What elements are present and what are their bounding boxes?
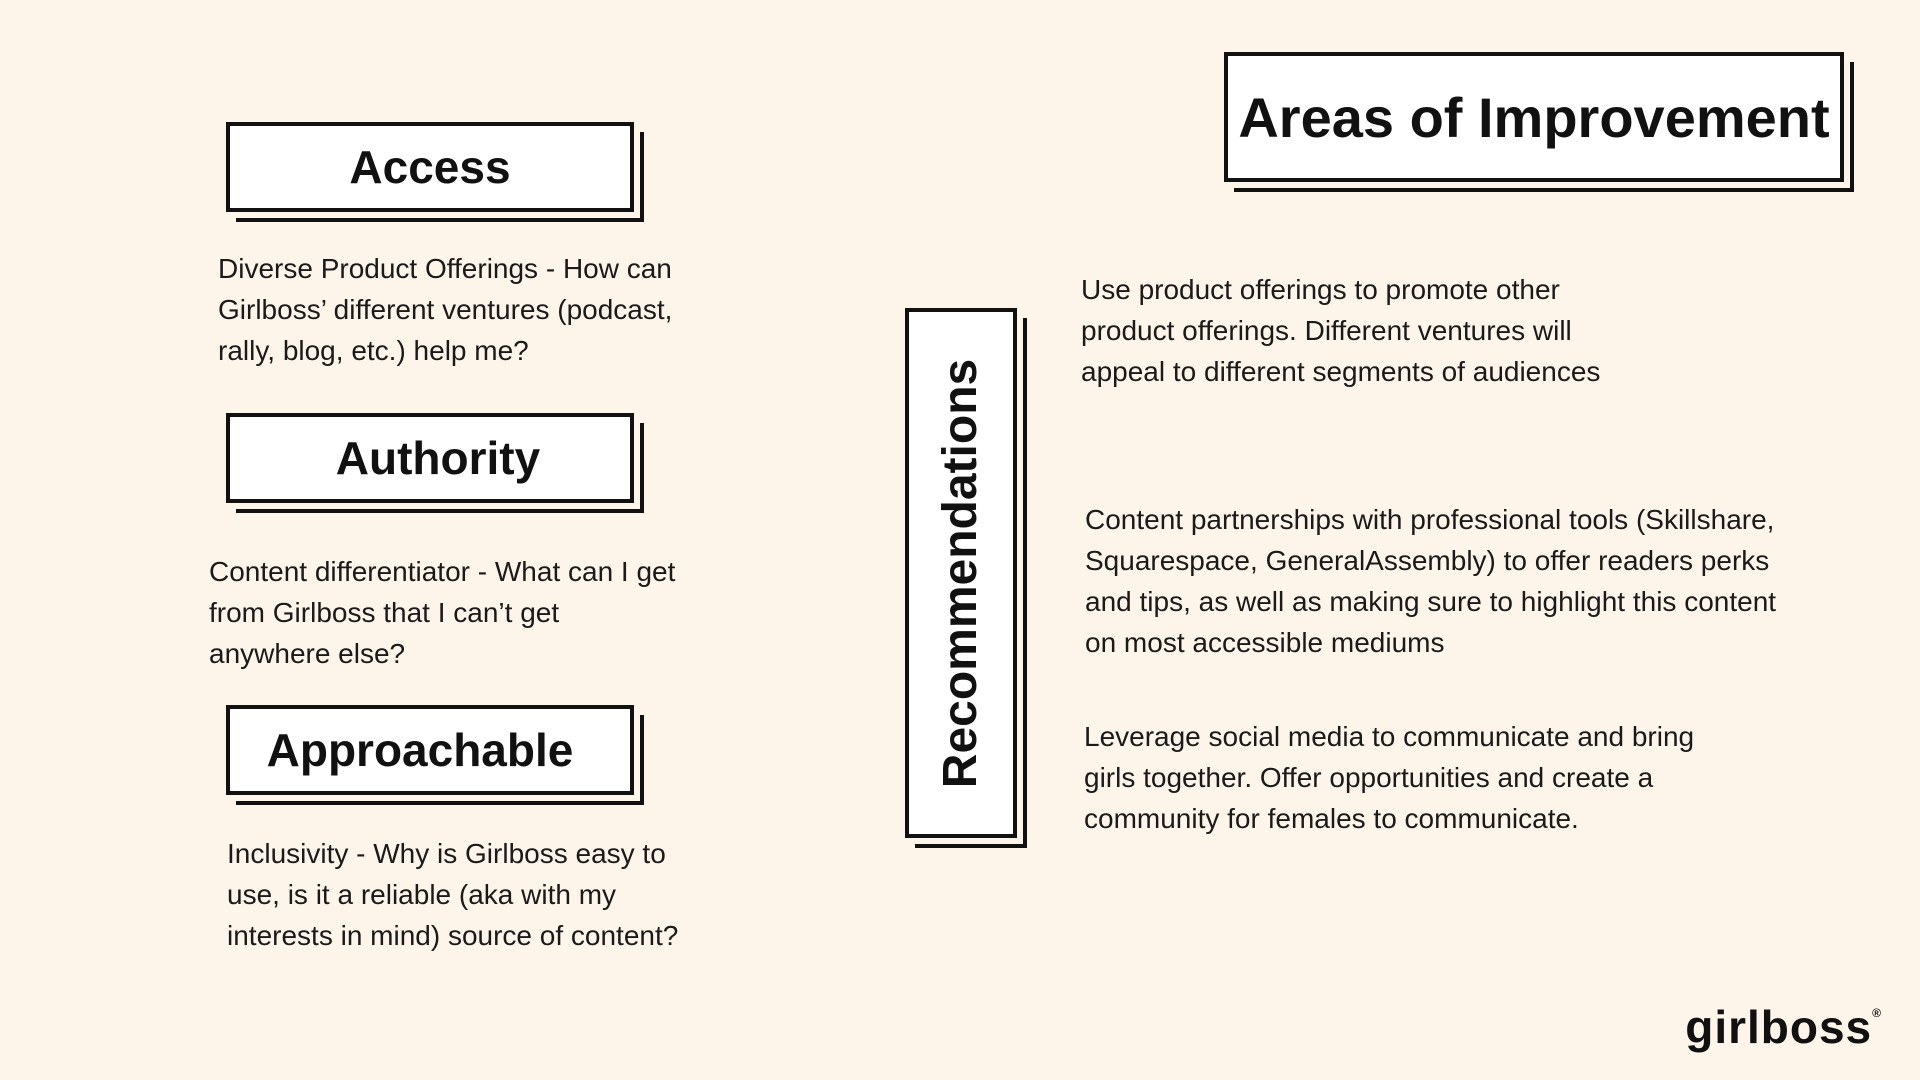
page-title: Areas of Improvement [1238, 85, 1830, 149]
approachable-heading-box: Approachable [226, 705, 634, 795]
recommendation-item: Use product offerings to promote other p… [1081, 274, 1601, 387]
registered-mark: ® [1872, 1006, 1882, 1020]
approachable-heading: Approachable [266, 724, 574, 776]
logo-text: girlboss [1685, 1001, 1873, 1053]
recommendations-label-box: Recommendations [905, 308, 1017, 838]
access-heading-box: Access [226, 122, 634, 212]
authority-description: Content differentiator - What can I get … [209, 556, 676, 669]
authority-heading-box: Authority [226, 413, 634, 503]
authority-heading: Authority [335, 432, 541, 484]
recommendation-item: Leverage social media to communicate and… [1084, 721, 1695, 834]
recommendations-label: Recommendations [934, 358, 988, 788]
access-description: Diverse Product Offerings - How can Girl… [218, 253, 673, 366]
recommendation-item: Content partnerships with professional t… [1085, 504, 1777, 658]
girlboss-logo: girlboss® [1685, 1000, 1882, 1054]
access-heading: Access [349, 141, 511, 193]
approachable-description: Inclusivity - Why is Girlboss easy to us… [227, 838, 679, 951]
page-title-box: Areas of Improvement [1224, 52, 1844, 182]
